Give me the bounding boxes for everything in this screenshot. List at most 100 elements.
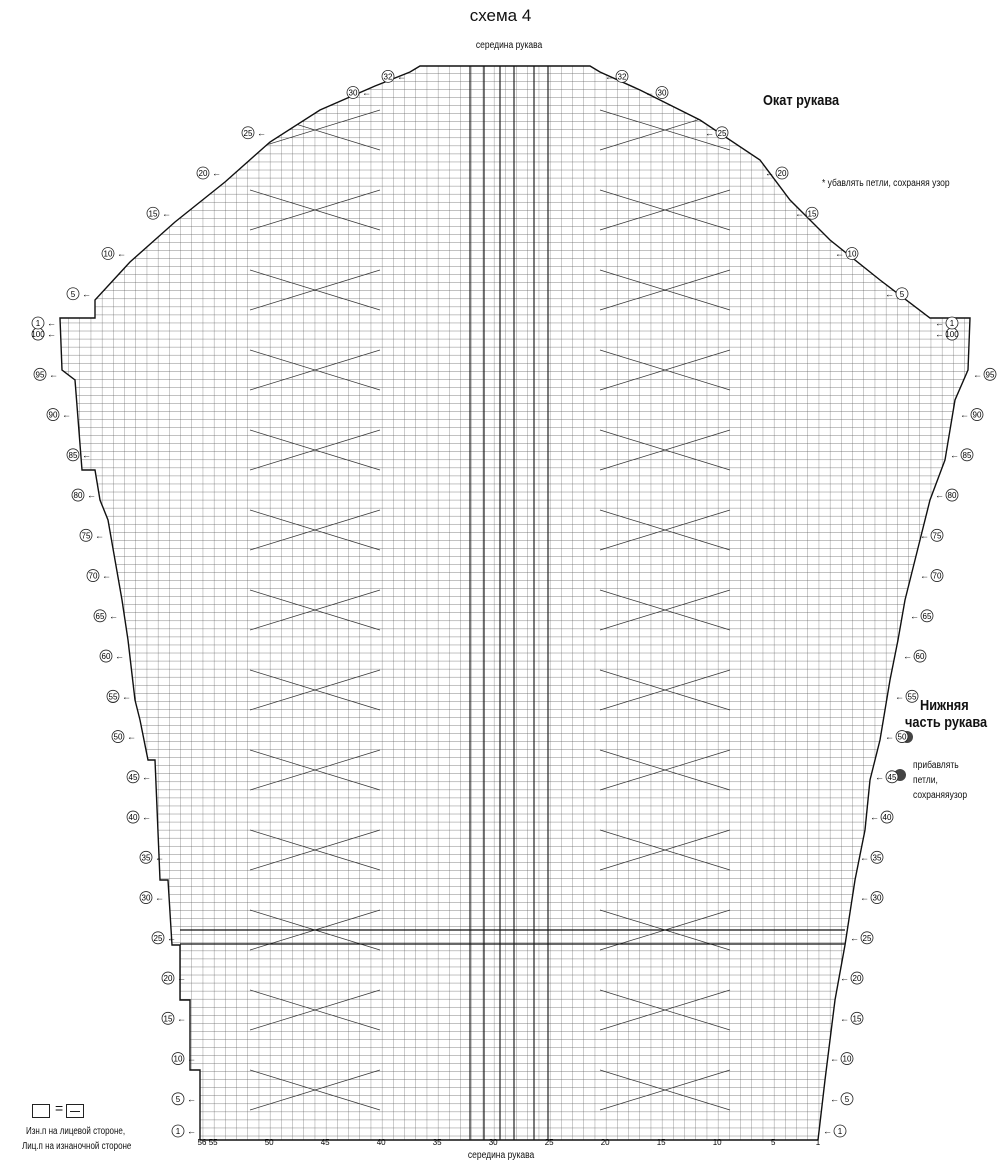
row-number-left: 30← bbox=[139, 891, 164, 904]
row-number-text: 15 bbox=[164, 1014, 173, 1023]
column-number: 30 bbox=[489, 1138, 498, 1147]
row-number-text: 60 bbox=[102, 652, 111, 661]
chart-outline bbox=[59, 65, 971, 1141]
row-number-right: 32← bbox=[605, 70, 629, 83]
row-arrow-icon: ← bbox=[950, 450, 959, 460]
row-number-left: 50← bbox=[111, 730, 136, 743]
legend-empty-cell-icon bbox=[32, 1104, 50, 1118]
lace-pattern-motif bbox=[599, 669, 731, 711]
row-number-text: 45 bbox=[888, 773, 897, 782]
row-arrow-icon: ← bbox=[162, 208, 171, 218]
increase-note-2: петли, bbox=[913, 775, 938, 786]
lace-pattern-motif bbox=[599, 1069, 731, 1111]
row-arrow-icon: ← bbox=[835, 249, 844, 259]
row-number-left: 20← bbox=[161, 971, 186, 985]
row-number-left: 32← bbox=[381, 70, 406, 83]
row-arrow-icon: ← bbox=[830, 1094, 839, 1104]
row-number-right: 60← bbox=[903, 649, 927, 663]
row-arrow-icon: ← bbox=[155, 852, 164, 862]
row-number-left: 25← bbox=[241, 126, 266, 140]
row-number-right: 40← bbox=[870, 810, 894, 824]
lower-heading-line2: часть рукава bbox=[905, 714, 988, 731]
row-number-text: 25 bbox=[154, 934, 163, 943]
column-number: 1 bbox=[816, 1138, 821, 1147]
row-number-right: 1← bbox=[823, 1124, 847, 1138]
row-number-text: 50 bbox=[114, 733, 123, 742]
row-arrow-icon: ← bbox=[187, 1054, 196, 1064]
row-number-right: 90← bbox=[960, 408, 984, 421]
row-arrow-icon: ← bbox=[860, 893, 869, 903]
lace-pattern-motif bbox=[599, 589, 731, 631]
row-number-text: 20 bbox=[199, 169, 208, 178]
row-number-right: 15 ← bbox=[840, 1011, 864, 1025]
row-number-text: 40 bbox=[129, 813, 138, 822]
row-number-text: 30 bbox=[658, 89, 667, 98]
row-number-right: 10← bbox=[830, 1052, 854, 1065]
column-number: 20 bbox=[601, 1138, 610, 1147]
row-arrow-icon: ← bbox=[362, 88, 371, 98]
row-number-right: 100← bbox=[935, 327, 959, 341]
row-number-text: 1 bbox=[176, 1127, 181, 1136]
row-number-text: 10 bbox=[104, 250, 113, 259]
row-arrow-icon: ← bbox=[87, 490, 96, 500]
lace-pattern-motif bbox=[249, 989, 381, 1031]
row-arrow-icon: ← bbox=[870, 812, 879, 822]
row-number-text: 60 bbox=[916, 652, 925, 661]
column-number: 5 bbox=[771, 1138, 776, 1147]
row-arrow-icon: ← bbox=[47, 329, 56, 339]
row-arrow-icon: ← bbox=[840, 1013, 849, 1023]
row-number-text: 1 bbox=[950, 319, 955, 328]
row-number-text: 55 bbox=[109, 692, 118, 701]
row-number-left: 30 ← bbox=[346, 86, 371, 99]
row-number-right: 15← bbox=[795, 206, 819, 220]
row-number-left: 5← bbox=[171, 1092, 196, 1106]
chart-title: схема 4 bbox=[469, 6, 532, 25]
row-arrow-icon: ← bbox=[142, 812, 151, 822]
row-number-text: 70 bbox=[933, 572, 942, 581]
row-arrow-icon: ← bbox=[142, 772, 151, 782]
row-number-text: 30 bbox=[349, 89, 358, 98]
column-number: 40 bbox=[377, 1138, 386, 1147]
row-arrow-icon: ← bbox=[885, 732, 894, 742]
row-number-text: 5 bbox=[71, 290, 76, 299]
row-number-text: 15 bbox=[853, 1014, 862, 1023]
row-number-left: 10← bbox=[101, 247, 126, 260]
row-number-left: 55 ← bbox=[106, 689, 131, 703]
row-arrow-icon: ← bbox=[935, 318, 944, 328]
row-number-text: 20 bbox=[778, 169, 787, 178]
row-number-text: 75 bbox=[933, 531, 942, 540]
row-number-right: 55← bbox=[895, 689, 919, 703]
row-number-left: 80← bbox=[71, 488, 96, 502]
row-number-text: 20 bbox=[164, 974, 173, 983]
row-arrow-icon: ← bbox=[960, 410, 969, 420]
row-number-text: 95 bbox=[986, 370, 995, 379]
row-number-right: 5← bbox=[885, 287, 909, 301]
row-number-right: 65← bbox=[910, 609, 934, 623]
legend-equals: = bbox=[55, 1100, 64, 1116]
column-number: 56 bbox=[198, 1138, 207, 1147]
row-arrow-icon: ← bbox=[973, 369, 982, 379]
lace-pattern-motif bbox=[599, 429, 731, 471]
row-number-text: 50 bbox=[898, 733, 907, 742]
row-number-text: 90 bbox=[49, 411, 58, 420]
row-arrow-icon: ← bbox=[935, 329, 944, 339]
column-number: 15 bbox=[657, 1138, 666, 1147]
row-number-text: 20 bbox=[853, 974, 862, 983]
row-arrow-icon: ← bbox=[257, 128, 266, 138]
lace-pattern-motif bbox=[599, 829, 731, 871]
bottom-center-label: середина рукава bbox=[467, 1150, 535, 1161]
legend-line2: Лиц.п на изнаночной стороне bbox=[22, 1141, 132, 1152]
row-arrow-icon: ← bbox=[910, 611, 919, 621]
row-number-text: 15 bbox=[808, 209, 817, 218]
lace-pattern-motif bbox=[249, 349, 381, 391]
row-arrow-icon: ← bbox=[122, 691, 131, 701]
row-arrow-icon: ← bbox=[920, 571, 929, 581]
lace-pattern-motif bbox=[599, 989, 731, 1031]
row-arrow-icon: ← bbox=[765, 168, 774, 178]
row-number-left: 65← bbox=[93, 609, 118, 623]
row-number-right: 30← bbox=[860, 891, 884, 904]
row-number-text: 1 bbox=[838, 1127, 843, 1136]
row-arrow-icon: ← bbox=[47, 318, 56, 328]
